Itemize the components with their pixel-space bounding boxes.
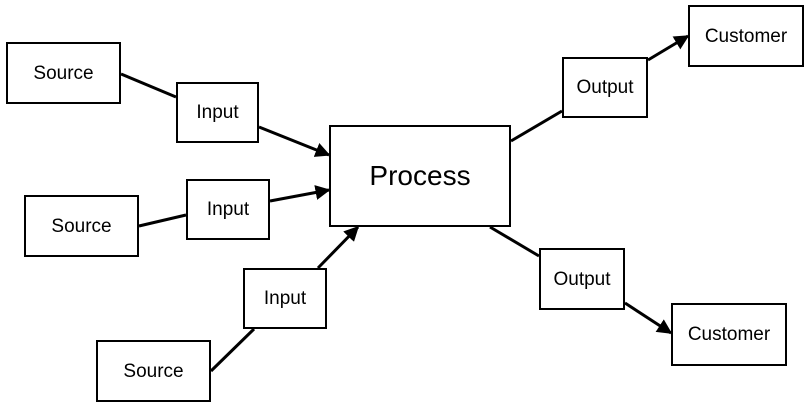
source-box: Source xyxy=(24,195,139,257)
customer-box: Customer xyxy=(688,5,804,67)
source-label: Source xyxy=(51,215,112,237)
arrow-input-2-process xyxy=(269,185,331,203)
arrow-output-1-customer-1 xyxy=(647,34,690,62)
connector-source-1-input-1 xyxy=(120,72,177,99)
process-box: Process xyxy=(329,125,511,227)
connector-process-output-1 xyxy=(510,109,563,143)
input-box: Input xyxy=(243,268,327,329)
source-box: Source xyxy=(96,340,211,402)
connector-source-3-input-3 xyxy=(209,327,256,373)
output-label: Output xyxy=(576,77,634,98)
source-label: Source xyxy=(123,360,184,382)
customer-box: Customer xyxy=(671,303,787,366)
output-box: Output xyxy=(562,57,648,118)
input-label: Input xyxy=(206,199,250,220)
process-label: Process xyxy=(369,160,471,191)
connector-process-output-2 xyxy=(489,225,540,258)
arrow-input-1-process xyxy=(258,125,331,157)
arrow-output-2-customer-2 xyxy=(624,301,673,335)
input-label: Input xyxy=(263,288,307,309)
source-label: Source xyxy=(33,62,94,84)
input-box: Input xyxy=(176,82,259,143)
source-box: Source xyxy=(6,42,121,104)
output-label: Output xyxy=(553,268,611,290)
input-label: Input xyxy=(196,102,239,123)
output-box: Output xyxy=(539,248,625,310)
connector-source-2-input-2 xyxy=(138,213,187,228)
input-box: Input xyxy=(186,179,270,240)
customer-label: Customer xyxy=(704,25,788,47)
customer-label: Customer xyxy=(687,324,771,345)
arrow-input-3-process xyxy=(316,225,360,270)
